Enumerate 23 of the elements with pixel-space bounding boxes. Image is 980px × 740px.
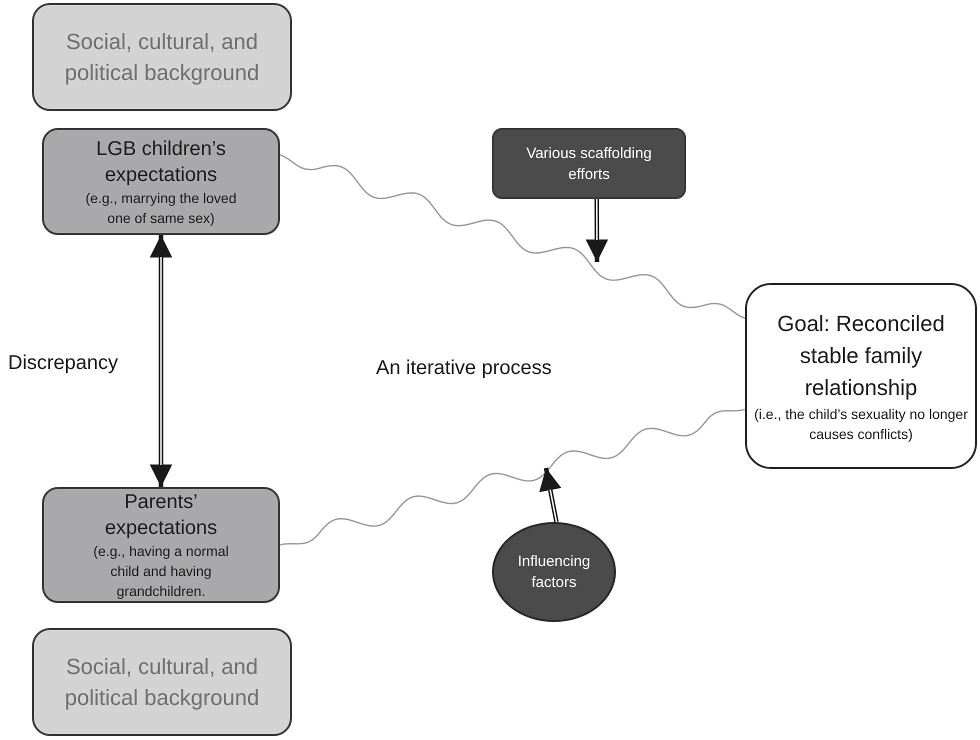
wavy-line	[280, 408, 746, 546]
node-title: LGB children’s expectations	[95, 136, 227, 188]
expectation-box	[42, 128, 280, 235]
node-note: (e.g., marrying the loved one of same sex)	[84, 188, 238, 228]
diagram-label: Discrepancy	[8, 351, 118, 376]
process-box	[492, 128, 686, 199]
node-note: (e.g., having a normal child and having grandchildren.	[92, 542, 230, 601]
double-arrow	[150, 235, 172, 487]
goal-box	[745, 283, 977, 469]
node-title: Various scaffolding efforts	[525, 144, 653, 184]
expectation-box	[42, 487, 280, 603]
node-title: Goal: Reconciled stable family relationship	[776, 310, 946, 402]
context-box	[32, 3, 292, 111]
context-box	[32, 628, 292, 736]
node-note: (i.e., the child’s sexuality no longer causes conflicts)	[753, 405, 969, 444]
node-title: Social, cultural, and political background	[64, 653, 260, 712]
node-title: Influencing factors	[516, 552, 592, 593]
node-title: Social, cultural, and political background	[64, 28, 260, 87]
double-arrow	[586, 199, 608, 262]
wavy-line	[280, 154, 746, 319]
double-arrow	[539, 468, 562, 522]
node-title: Parents’ expectations	[104, 490, 218, 541]
diagram-label: An iterative process	[376, 356, 552, 381]
